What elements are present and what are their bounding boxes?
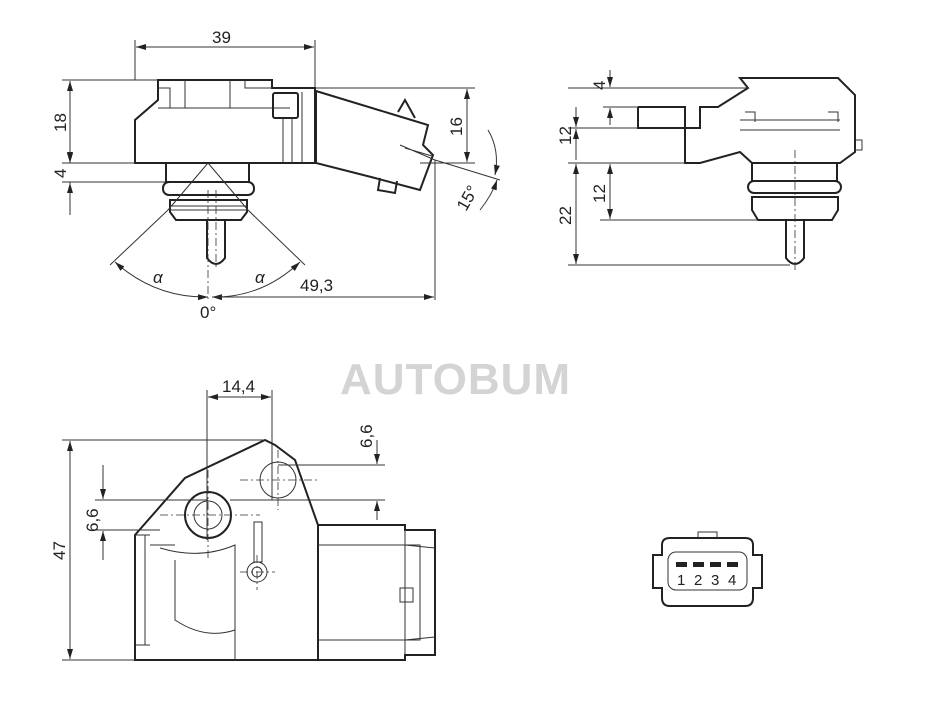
- alpha-right-label: α: [255, 268, 266, 287]
- dim-width-39: 39: [212, 28, 231, 47]
- dim-offset-right-6-6: 6,6: [357, 424, 376, 448]
- dim-upper-12: 12: [556, 126, 575, 145]
- zero-degree-label: 0°: [200, 303, 216, 322]
- pin-4-label: 4: [728, 572, 736, 589]
- dim-offset-left-6-6: 6,6: [83, 508, 102, 532]
- pin-1-contact: [676, 562, 687, 567]
- pin-4-contact: [727, 562, 738, 567]
- dim-connector-16: 16: [447, 117, 466, 136]
- pin-3-label: 3: [711, 572, 719, 589]
- pin-1-label: 1: [677, 572, 685, 589]
- dim-top-4: 4: [590, 81, 609, 90]
- alpha-left-label: α: [153, 268, 164, 287]
- dim-port-4: 4: [51, 169, 70, 178]
- connector-face: 1 2 3 4: [652, 531, 763, 607]
- dim-lower-12: 12: [590, 184, 609, 203]
- dim-angle-15: 15°: [453, 182, 482, 214]
- pin-3-contact: [710, 562, 721, 567]
- pin-2-label: 2: [694, 572, 702, 589]
- dim-hole-spacing-14-4: 14,4: [222, 377, 255, 396]
- end-view: 4 12 12 22: [556, 70, 863, 272]
- dim-height-47: 47: [50, 541, 69, 560]
- side-view: 39 18 4 16 49,3 15° α α 0°: [51, 28, 501, 322]
- dim-length-49-3: 49,3: [300, 276, 333, 295]
- dim-total-22: 22: [556, 206, 575, 225]
- dim-height-18: 18: [51, 113, 70, 132]
- watermark-logo: AUTOBUM: [340, 355, 571, 404]
- pin-2-contact: [693, 562, 704, 567]
- bottom-view: 14,4 6,6 6,6 47: [50, 377, 436, 661]
